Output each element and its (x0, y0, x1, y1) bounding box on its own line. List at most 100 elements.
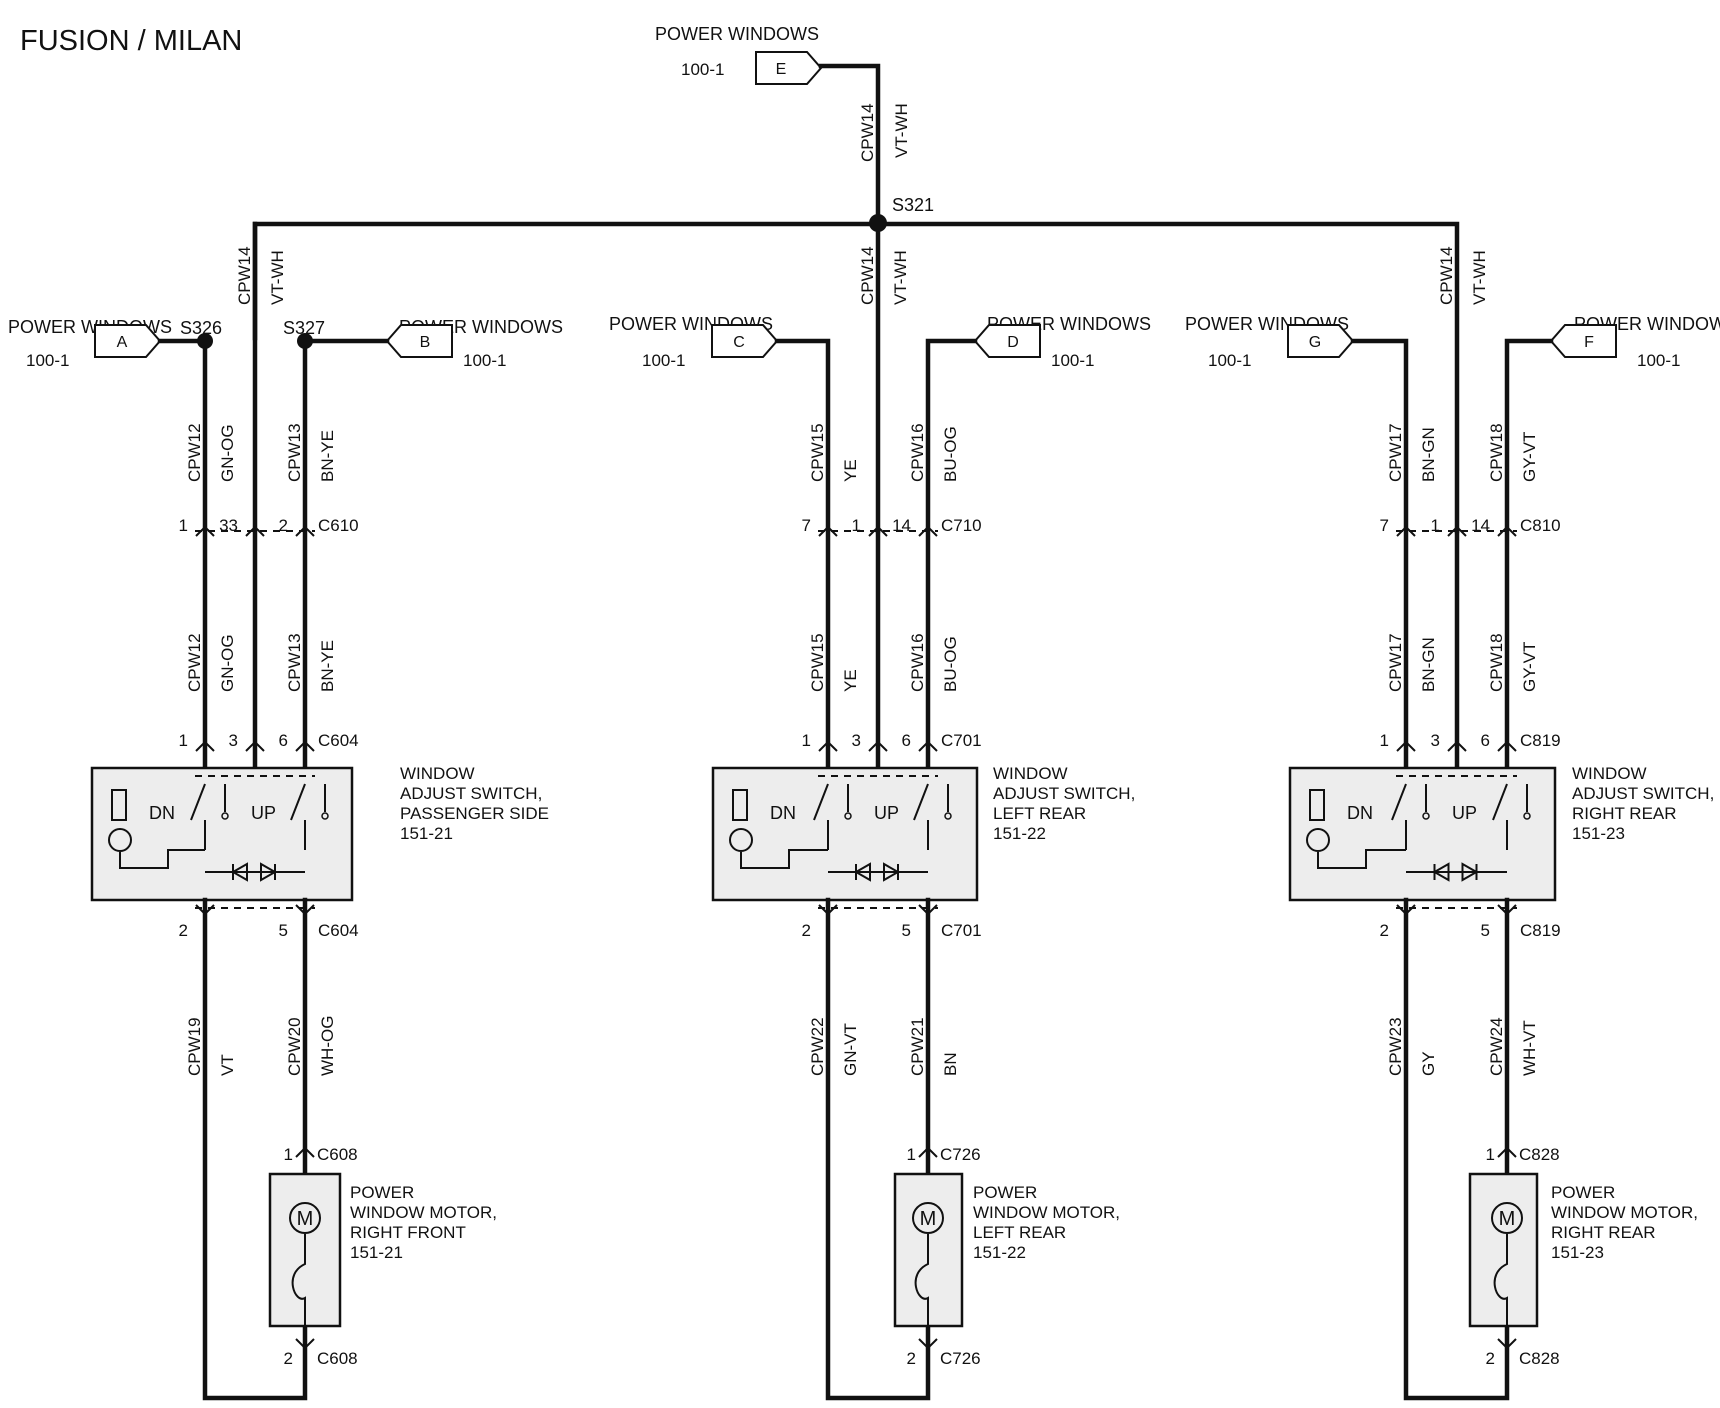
right_rear-w4-color: WH-VT (1520, 1020, 1539, 1076)
passenger-dn-contact (190, 783, 206, 850)
left_rear-switch-name-1: ADJUST SWITCH, (993, 784, 1135, 803)
left_rear-dn-label: DN (770, 803, 796, 823)
right_rear-pin-top-3: 14 (1471, 516, 1490, 535)
left_rear-motor-name-1: WINDOW MOTOR, (973, 1203, 1120, 1222)
right_rear-up-contact (1492, 783, 1508, 850)
left_rear-input2-code: 100-1 (1051, 351, 1094, 370)
passenger-connector-top-label: C610 (318, 516, 359, 535)
right_rear-motor-symbol: M (1499, 1208, 1516, 1230)
left_rear-contact-terminals (847, 784, 949, 812)
right_rear-connector-top-arrow-2 (1447, 525, 1467, 537)
right_rear-w3-color: GY (1419, 1051, 1438, 1076)
right_rear-dn-terminal (1422, 812, 1430, 820)
left_rear-motor-name-0: POWER (973, 1183, 1037, 1202)
passenger-connector-top-arrow-2 (245, 525, 265, 537)
passenger-motor-name-3: 151-21 (350, 1243, 403, 1262)
left_rear-pin-top-2: 1 (852, 516, 861, 535)
passenger-w3-code: CPW19 (185, 1017, 204, 1076)
left_rear-connector-top-arrow-3 (918, 525, 938, 537)
passenger-switch-pin-1: 1 (179, 731, 188, 750)
right_rear-w1-code-lower: CPW17 (1386, 633, 1405, 692)
left_rear-w2-color-upper: BU-OG (941, 426, 960, 482)
left_rear-motor-top-arrow (918, 1146, 938, 1158)
splice-label-s327: S327 (283, 318, 325, 338)
right_rear-switch-name-1: ADJUST SWITCH, (1572, 784, 1714, 803)
left_rear-switch-name-0: WINDOW (993, 764, 1068, 783)
right_rear-w2-code-upper: CPW18 (1487, 423, 1506, 482)
right_rear-connector-top-arrow-1 (1396, 525, 1416, 537)
passenger-w2-code-upper: CPW13 (285, 423, 304, 482)
passenger-window-switch (90, 766, 354, 902)
passenger-illumination-coil-icon (111, 789, 127, 821)
right_rear-switch-pin-3: 6 (1481, 731, 1490, 750)
left_rear-motor-name-3: 151-22 (973, 1243, 1026, 1262)
right_rear-pin-top-2: 1 (1431, 516, 1440, 535)
left_rear-w2-color-lower: BU-OG (941, 636, 960, 692)
right_rear-motor-bottom-arrow (1497, 1338, 1517, 1350)
splice-node-s321 (869, 214, 887, 232)
passenger-w2-color-lower: BN-YE (318, 640, 337, 692)
passenger-w4-code: CPW20 (285, 1017, 304, 1076)
left_rear-pin-top-3: 14 (892, 516, 911, 535)
right_rear-motor-connector-top: C828 (1519, 1145, 1560, 1164)
right_rear-lamp-icon (1306, 828, 1330, 852)
left_rear-switch-arrow-1 (818, 740, 838, 752)
right_rear-motor-breaker-icon (1493, 1234, 1508, 1326)
left_rear-diode-2-icon (883, 862, 901, 882)
right_rear-w2-color-lower: GY-VT (1520, 642, 1539, 692)
right_rear-input2-tag (1549, 324, 1617, 358)
right_rear-out-pin-2: 5 (1481, 921, 1490, 940)
right_rear-input2-letter: F (1584, 334, 1594, 351)
left_rear-w4-color: BN (941, 1052, 960, 1076)
right_rear-diode-2-icon (1461, 862, 1479, 882)
passenger-switch-arrow-1 (195, 740, 215, 752)
splice-node-s327 (297, 333, 313, 349)
right_rear-feed-color: VT-WH (1470, 250, 1489, 305)
right_rear-w1-code-upper: CPW17 (1386, 423, 1405, 482)
splice-node-s326 (197, 333, 213, 349)
right_rear-motor-icon (1491, 1202, 1523, 1234)
right_rear-dn-contact (1391, 783, 1407, 850)
passenger-out-pin-2: 5 (279, 921, 288, 940)
top-connector-letter: E (776, 61, 787, 78)
left_rear-pin-top-1: 7 (802, 516, 811, 535)
left_rear-window-switch (711, 766, 979, 902)
right_rear-w3-code: CPW23 (1386, 1017, 1405, 1076)
left_rear-up-contact (913, 783, 929, 850)
left_rear-w2-code-upper: CPW16 (908, 423, 927, 482)
passenger-input2-code: 100-1 (463, 351, 506, 370)
left_rear-w2-code-lower: CPW16 (908, 633, 927, 692)
right_rear-wire1 (1350, 338, 1409, 771)
right_rear-motor-pin-bottom: 2 (1486, 1349, 1495, 1368)
left_rear-illumination-coil-icon (732, 789, 748, 821)
passenger-w1-color-lower: GN-OG (218, 634, 237, 692)
passenger-switch-name-0: WINDOW (400, 764, 475, 783)
passenger-diode-1-icon (230, 862, 248, 882)
passenger-motor-top-arrow (295, 1146, 315, 1158)
left_rear-dn-contact (813, 783, 829, 850)
passenger-switch-arrow-3 (295, 740, 315, 752)
right_rear-power-window-motor (1468, 1172, 1539, 1328)
right_rear-motor-name-2: RIGHT REAR (1551, 1223, 1656, 1242)
left_rear-feed-code: CPW14 (858, 246, 877, 305)
main-bus-wire (252, 221, 1460, 534)
left_rear-motor-connector-top: C726 (940, 1145, 981, 1164)
right_rear-out-pin-1: 2 (1380, 921, 1389, 940)
passenger-out-connector-label: C604 (318, 921, 359, 940)
passenger-wire2 (302, 338, 390, 771)
passenger-switch-name-1: ADJUST SWITCH, (400, 784, 542, 803)
left_rear-wire1 (774, 338, 831, 771)
left_rear-diode-1-icon (853, 862, 871, 882)
left_rear-switch-arrow-3 (918, 740, 938, 752)
right_rear-motor-connector-bottom: C828 (1519, 1349, 1560, 1368)
passenger-lamp-circuit (119, 849, 205, 869)
right_rear-motor-name-3: 151-23 (1551, 1243, 1604, 1262)
left_rear-switch-pin-3: 6 (902, 731, 911, 750)
passenger-wire1 (157, 338, 208, 771)
right_rear-switch-name-3: 151-23 (1572, 824, 1625, 843)
left_rear-w4-code: CPW21 (908, 1017, 927, 1076)
right_rear-diode-1-icon (1432, 862, 1450, 882)
right_rear-input1-letter: G (1309, 334, 1321, 351)
diagram-title: FUSION / MILAN (20, 25, 242, 57)
passenger-switch-pin-2: 3 (229, 731, 238, 750)
